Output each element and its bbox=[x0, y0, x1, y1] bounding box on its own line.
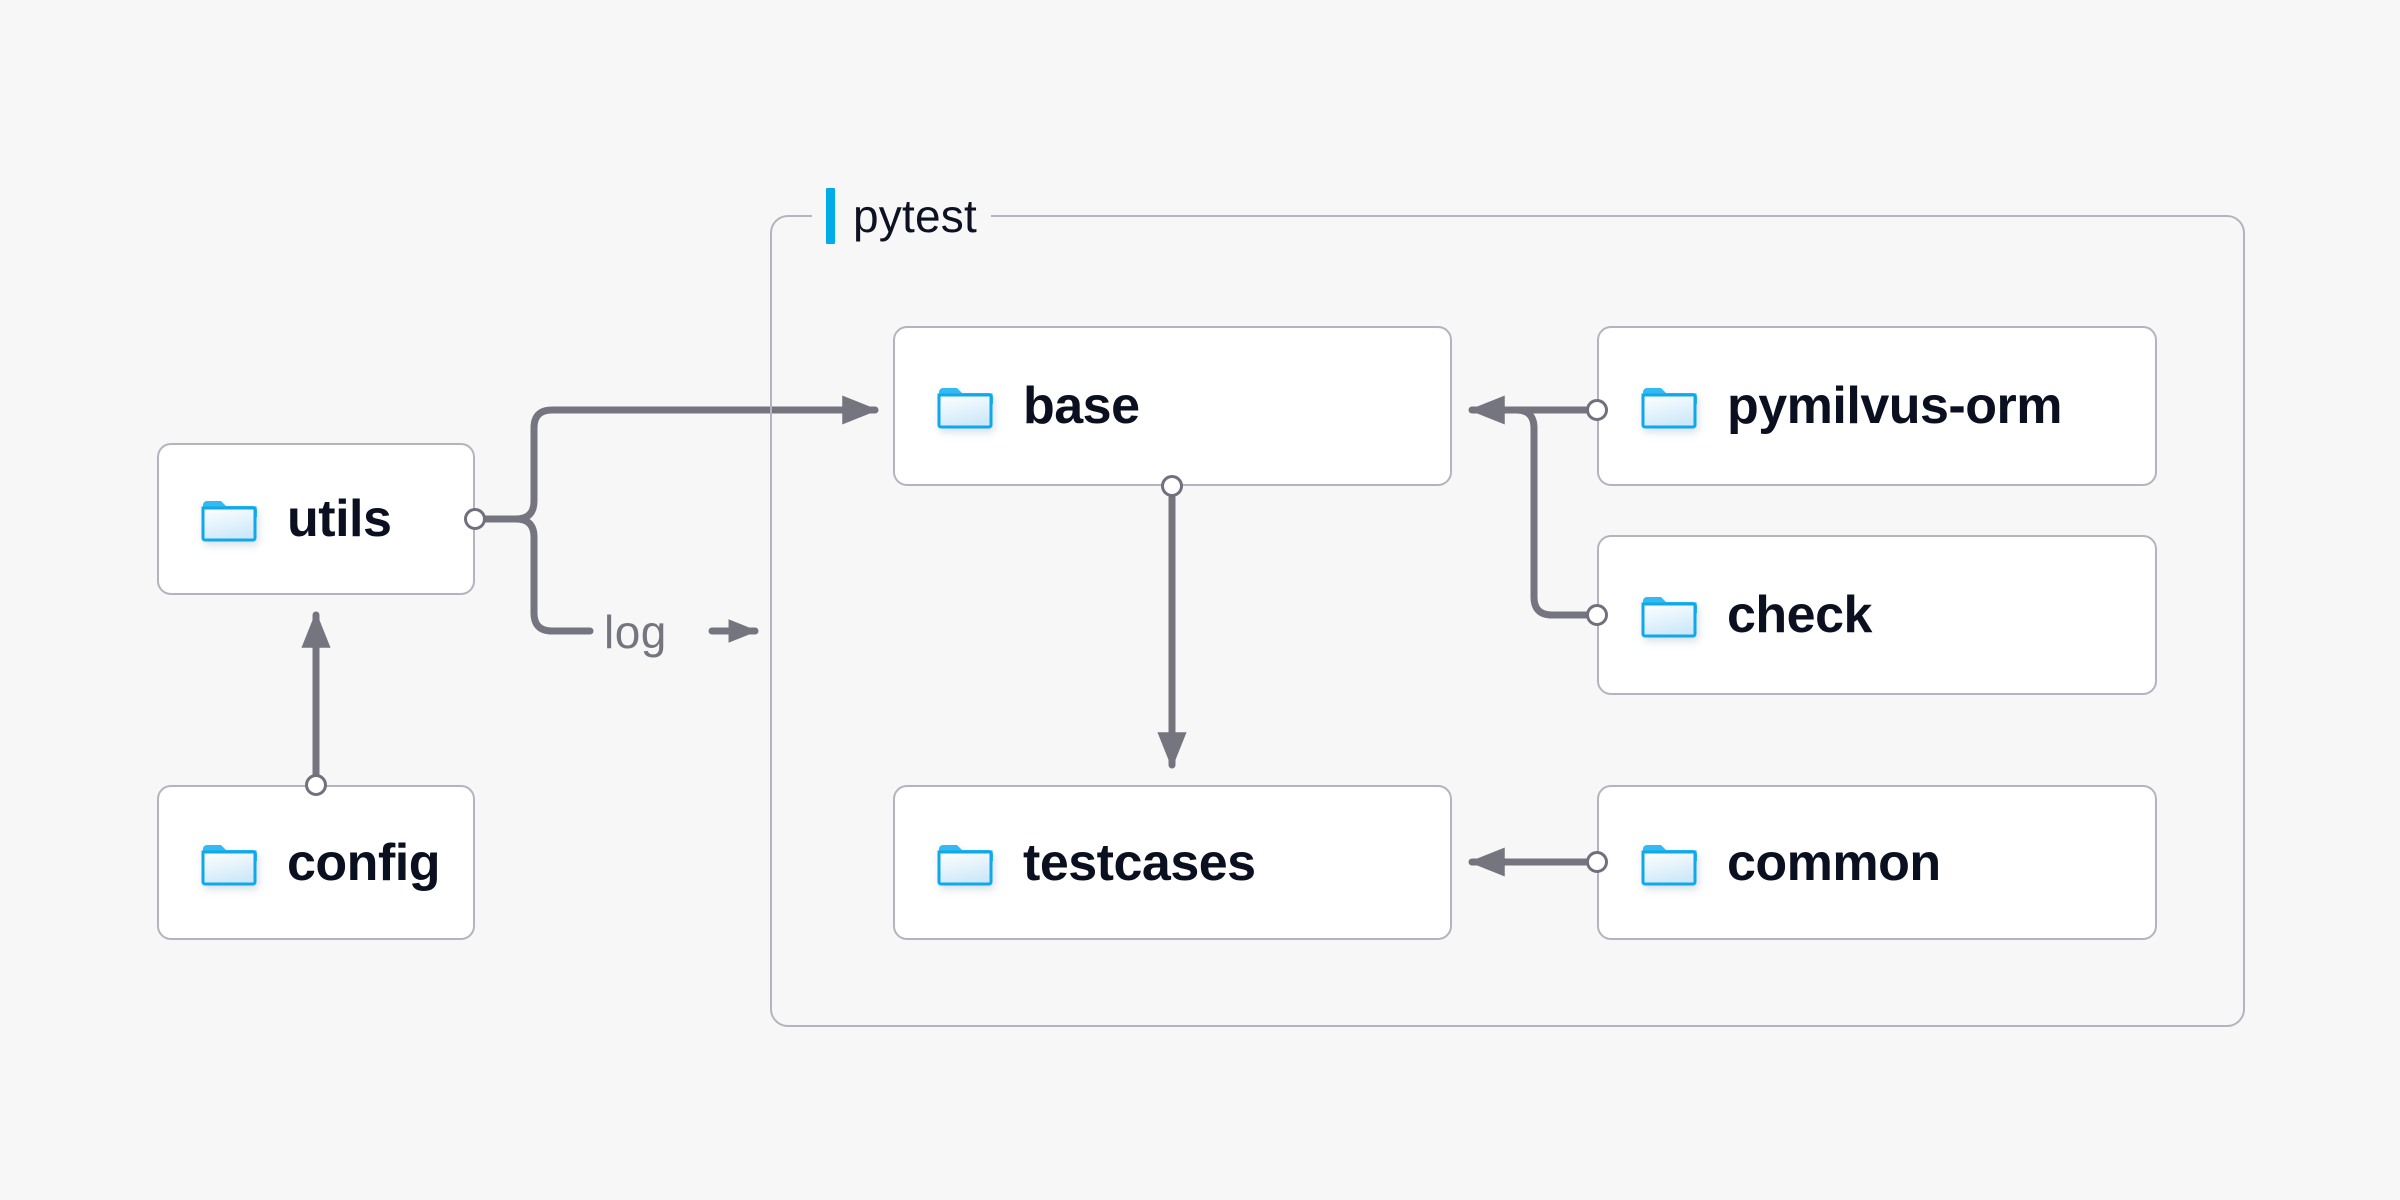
port-utils-right[interactable] bbox=[464, 508, 486, 530]
group-pytest-label: pytest bbox=[812, 188, 991, 244]
node-label: utils bbox=[287, 490, 392, 548]
folder-icon bbox=[1641, 591, 1697, 639]
port-pymilvus-orm-left[interactable] bbox=[1586, 399, 1608, 421]
port-check-left[interactable] bbox=[1586, 604, 1608, 626]
group-pytest bbox=[770, 215, 2245, 1027]
node-pymilvus-orm[interactable]: pymilvus-orm bbox=[1597, 326, 2157, 486]
edge-label-log: log bbox=[604, 606, 667, 658]
port-base-bottom[interactable] bbox=[1161, 475, 1183, 497]
group-title: pytest bbox=[853, 190, 977, 242]
folder-icon bbox=[201, 495, 257, 543]
folder-icon bbox=[937, 839, 993, 887]
node-label: config bbox=[287, 833, 440, 892]
port-config-top[interactable] bbox=[305, 774, 327, 796]
node-config[interactable]: config bbox=[157, 785, 475, 940]
node-label: common bbox=[1727, 833, 1941, 892]
node-check[interactable]: check bbox=[1597, 535, 2157, 695]
folder-icon bbox=[937, 382, 993, 430]
node-testcases[interactable]: testcases bbox=[893, 785, 1452, 940]
folder-icon bbox=[1641, 839, 1697, 887]
node-label: base bbox=[1023, 377, 1140, 435]
node-base[interactable]: base bbox=[893, 326, 1452, 486]
port-common-left[interactable] bbox=[1586, 851, 1608, 873]
node-label: pymilvus-orm bbox=[1727, 377, 2062, 435]
node-label: check bbox=[1727, 586, 1872, 644]
edge-utils-to-log bbox=[512, 515, 594, 635]
node-utils[interactable]: utils bbox=[157, 443, 475, 595]
accent-bar-icon bbox=[826, 188, 835, 244]
folder-icon bbox=[1641, 382, 1697, 430]
node-common[interactable]: common bbox=[1597, 785, 2157, 940]
folder-icon bbox=[201, 839, 257, 887]
node-label: testcases bbox=[1023, 833, 1256, 892]
